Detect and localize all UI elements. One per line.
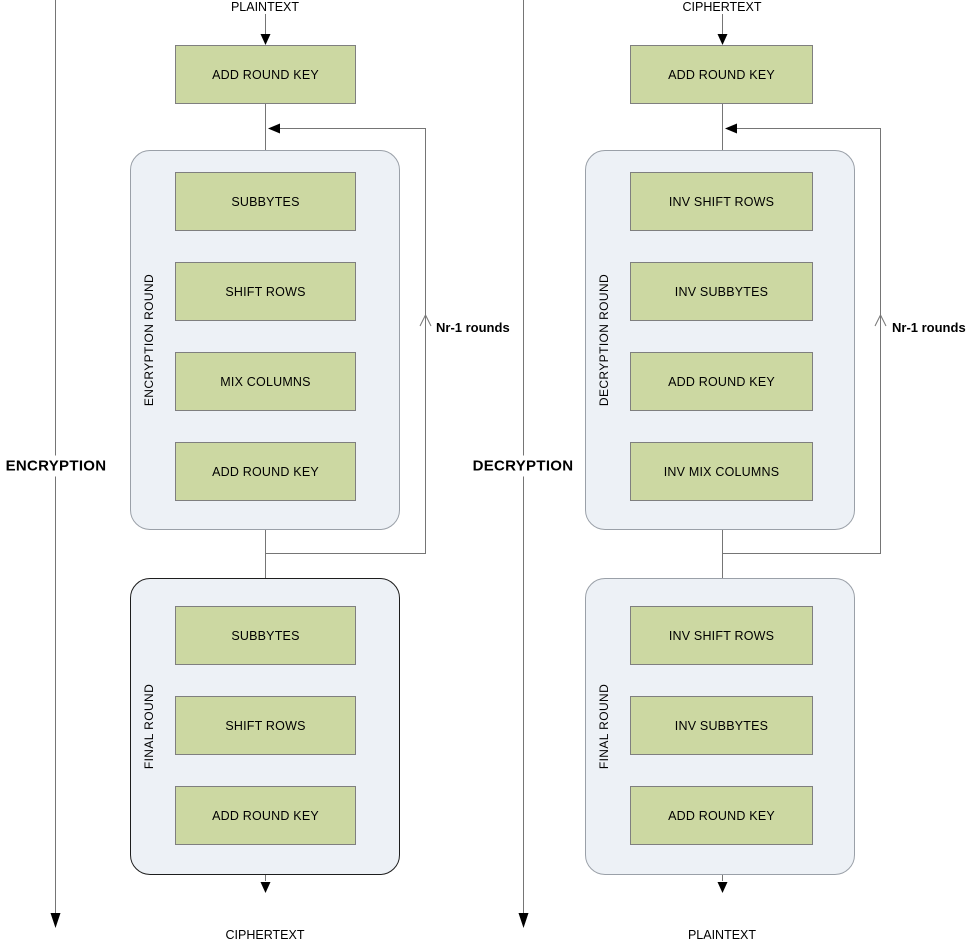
- arrowhead-icon: [260, 34, 271, 45]
- arrowhead-icon: [260, 882, 271, 893]
- enc-initial-add-round-key-box: ADD ROUND KEY: [175, 45, 356, 104]
- encryption-input-label: PLAINTEXT: [230, 0, 300, 14]
- arrowhead-icon: [717, 34, 728, 45]
- enc-round-box-subbytes: SUBBYTES: [175, 172, 356, 231]
- encryption-round-container-label: ENCRYPTION ROUND: [142, 273, 156, 407]
- decryption-input-label: CIPHERTEXT: [682, 0, 762, 14]
- arrowhead-icon: [518, 913, 529, 928]
- dec-round-box-inv-shift-rows: INV SHIFT ROWS: [630, 172, 813, 231]
- dec-final-box-inv-shift-rows: INV SHIFT ROWS: [630, 606, 813, 665]
- dec-final-box-inv-subbytes: INV SUBBYTES: [630, 696, 813, 755]
- decryption-round-container-label: DECRYPTION ROUND: [597, 273, 611, 407]
- dec-final-box-add-round-key: ADD ROUND KEY: [630, 786, 813, 845]
- arrowhead-icon: [268, 123, 280, 134]
- decryption-side-label: DECRYPTION: [468, 455, 578, 477]
- arrowhead-icon: [717, 882, 728, 893]
- enc-loop-count-label: Nr-1 rounds: [436, 320, 510, 335]
- arrowhead-icon: [50, 913, 61, 928]
- dec-round-box-inv-subbytes: INV SUBBYTES: [630, 262, 813, 321]
- dec-round-box-add-round-key: ADD ROUND KEY: [630, 352, 813, 411]
- dec-initial-add-round-key-box: ADD ROUND KEY: [630, 45, 813, 104]
- enc-round-box-shift-rows: SHIFT ROWS: [175, 262, 356, 321]
- enc-final-box-subbytes: SUBBYTES: [175, 606, 356, 665]
- dec-loop-count-label: Nr-1 rounds: [892, 320, 966, 335]
- enc-feedback-caret-icon: [419, 313, 432, 327]
- enc-round-box-add-round-key: ADD ROUND KEY: [175, 442, 356, 501]
- encryption-side-label: ENCRYPTION: [1, 455, 111, 477]
- enc-final-box-add-round-key: ADD ROUND KEY: [175, 786, 356, 845]
- arrowhead-icon: [725, 123, 737, 134]
- enc-final-round-container-label: FINAL ROUND: [142, 683, 156, 770]
- decryption-output-label: PLAINTEXT: [687, 928, 757, 942]
- dec-round-box-inv-mix-columns: INV MIX COLUMNS: [630, 442, 813, 501]
- dec-feedback-caret-icon: [874, 313, 887, 327]
- enc-round-box-mix-columns: MIX COLUMNS: [175, 352, 356, 411]
- dec-final-round-container-label: FINAL ROUND: [597, 683, 611, 770]
- encryption-output-label: CIPHERTEXT: [225, 928, 305, 942]
- enc-final-box-shift-rows: SHIFT ROWS: [175, 696, 356, 755]
